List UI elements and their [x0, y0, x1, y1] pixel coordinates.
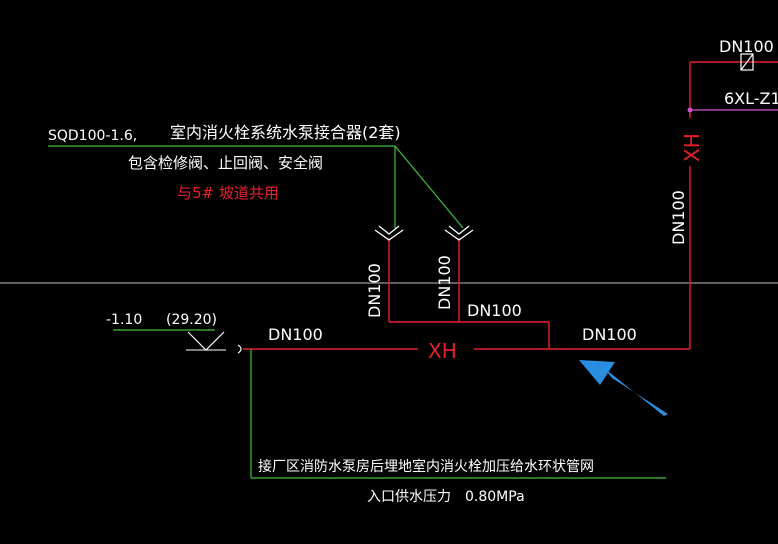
adapter-left-fork — [374, 229, 404, 241]
junction-dot — [687, 107, 693, 113]
elevation-triangle — [187, 331, 225, 351]
dn100-branch-left: DN100 — [365, 263, 384, 318]
dn100-main-left: DN100 — [268, 325, 323, 344]
adapter-left-fork-inner — [378, 225, 400, 235]
green-leaders — [48, 145, 666, 479]
dn100-mid: DN100 — [467, 301, 522, 320]
pressure-note: 入口供水压力 0.80MPa — [367, 489, 525, 505]
pump-adapter-symbol — [374, 225, 474, 241]
elevation: -1.10 — [106, 312, 142, 328]
red-pipe-network — [243, 61, 778, 350]
blue-pointer-arrow-icon — [579, 360, 668, 416]
adapter-right-fork — [444, 229, 474, 241]
dn100-top-right: DN100 — [719, 37, 774, 56]
elevation-abs: (29.20) — [166, 312, 217, 328]
dn100-main-right: DN100 — [582, 325, 637, 344]
leader-to-adapter-right — [394, 145, 464, 229]
label-6xl: 6XL-Z1 — [724, 89, 778, 108]
dn100-vertical-right: DN100 — [669, 190, 688, 245]
shared-note: 与5# 坡道共用 — [177, 184, 279, 202]
adapter-title: 室内消火栓系统水泵接合器(2套) — [170, 123, 401, 142]
valve-box — [740, 53, 754, 71]
xh-vertical: XH — [680, 133, 704, 162]
arrow-shaft — [604, 368, 668, 416]
valve-slash — [740, 53, 754, 71]
xh-main: XH — [428, 339, 457, 363]
adapter-includes: 包含检修阀、止回阀、安全阀 — [128, 154, 323, 172]
pipe-end-cap — [237, 344, 242, 354]
adapter-right-fork-inner — [448, 225, 470, 235]
connect-note: 接厂区消防水泵房后埋地室内消火栓加压给水环状管网 — [258, 458, 594, 475]
check-valve-symbol — [740, 53, 754, 71]
dn100-branch-right: DN100 — [435, 255, 454, 310]
arrow-head — [579, 360, 615, 385]
sqd-model: SQD100-1.6, — [48, 128, 137, 144]
